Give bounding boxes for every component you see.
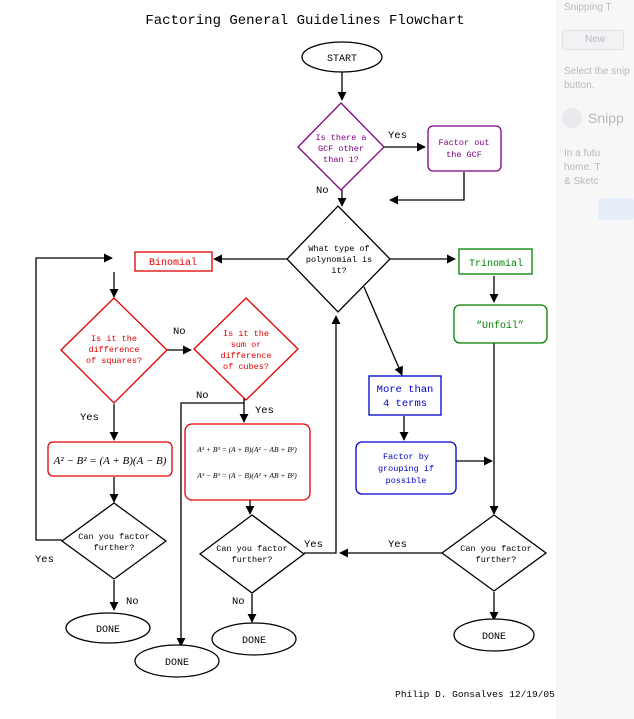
grouping-box [355, 441, 457, 495]
cubes-question-line-2: sum or [231, 340, 262, 350]
right-further-decision [440, 514, 548, 592]
more-than-4-line-1: More than [377, 384, 434, 396]
edge-gcf-action-to-type [389, 172, 465, 205]
squares-question-line-2: difference [88, 345, 139, 355]
gcf-decision [297, 102, 385, 191]
label-yes-left-further: Yes [35, 554, 54, 566]
label-no-mid-further: No [232, 596, 245, 608]
panel-title: Snipping T [564, 2, 612, 13]
factor-gcf-line-2: the GCF [446, 150, 482, 160]
cubes-decision [193, 297, 299, 401]
squares-formula: A² − B² = (A + B)(A − B) [53, 455, 167, 467]
squares-question-line-3: of squares? [86, 356, 142, 366]
grouping-line-2: grouping if [378, 464, 434, 474]
done-terminal-bottom [134, 644, 220, 678]
factor-gcf-line-1: Factor out [438, 138, 489, 148]
done-label-left: DONE [96, 625, 120, 636]
panel-line-2: home. T [564, 162, 601, 173]
label-yes-squares: Yes [80, 412, 99, 424]
trinomial-box [458, 248, 533, 275]
polynomial-type-decision [286, 205, 391, 313]
start-terminal [301, 41, 383, 73]
right-further-line-2: further? [476, 555, 517, 565]
type-question-line-3: it? [331, 266, 346, 276]
gcf-question-line-2: GCF other [318, 144, 364, 154]
cubes-formula-sum: A³ + B³ = (A + B)(A² − AB + B²) [196, 445, 297, 454]
label-no-cubes: No [196, 390, 209, 402]
panel-hint-1: Select the snip [564, 66, 630, 77]
mid-further-line-1: Can you factor [216, 544, 287, 554]
panel-brand: Snipp [588, 110, 624, 126]
done-label-bottom: DONE [165, 658, 189, 669]
cubes-question-line-3: difference [220, 351, 271, 361]
snipping-tool-panel: Snipping T New Select the snip button. S… [556, 0, 634, 719]
more-than-4-box [368, 375, 442, 416]
label-no-gcf: No [316, 185, 329, 197]
more-than-4-line-2: 4 terms [383, 398, 427, 410]
flowchart-title: Factoring General Guidelines Flowchart [145, 13, 464, 29]
grouping-line-1: Factor by [383, 452, 429, 462]
unfoil-label: “Unfoil” [476, 320, 524, 332]
squares-question-line-1: Is it the [91, 334, 137, 344]
start-label: START [327, 54, 357, 65]
label-yes-cubes: Yes [255, 405, 274, 417]
gcf-question-line-3: than 1? [323, 155, 359, 165]
panel-hint-2: button. [564, 80, 595, 91]
new-button-label: New [585, 34, 606, 45]
left-further-line-1: Can you factor [78, 532, 149, 542]
cubes-question-line-1: Is it the [223, 329, 269, 339]
edge-mid-further-yes [304, 315, 341, 554]
done-terminal-left [65, 612, 151, 644]
squares-decision [60, 297, 168, 404]
new-snip-button[interactable]: New [562, 30, 624, 50]
done-label-mid: DONE [242, 636, 266, 647]
type-question-line-1: What type of [308, 244, 369, 254]
trinomial-label: Trinomial [469, 258, 523, 270]
label-yes-mid-further: Yes [304, 539, 323, 551]
type-question-line-2: polynomial is [306, 255, 372, 265]
mid-further-decision [198, 514, 306, 594]
mid-further-line-2: further? [232, 555, 273, 565]
factor-gcf-box [427, 125, 502, 172]
grouping-line-3: possible [386, 476, 427, 486]
cubes-formula-box [184, 423, 311, 501]
edge-left-further-yes [35, 253, 113, 541]
label-yes-right-further: Yes [388, 539, 407, 551]
done-terminal-mid [211, 622, 297, 656]
panel-line-1: In a futu [564, 148, 601, 159]
edge-to-more-than-4 [363, 286, 403, 376]
label-no-squares: No [173, 326, 186, 338]
cubes-question-line-4: of cubes? [223, 362, 269, 372]
snip-logo-icon [562, 108, 582, 128]
panel-action-button[interactable] [598, 198, 634, 220]
binomial-box [134, 251, 213, 272]
label-no-left-further: No [126, 596, 139, 608]
left-further-decision [60, 502, 168, 580]
label-yes-gcf: Yes [388, 130, 407, 142]
cubes-formula-difference: A³ − B³ = (A − B)(A² + AB + B²) [196, 471, 297, 480]
done-label-right: DONE [482, 632, 506, 643]
squares-formula-box [47, 441, 173, 477]
done-terminal-right [453, 618, 535, 652]
panel-line-3: & Sketc [564, 176, 599, 187]
author-credit: Philip D. Gonsalves 12/19/05 [395, 689, 555, 700]
unfoil-box [453, 304, 548, 344]
right-further-line-1: Can you factor [460, 544, 531, 554]
gcf-question-line-1: Is there a [315, 133, 366, 143]
left-further-line-2: further? [94, 543, 135, 553]
binomial-label: Binomial [149, 257, 197, 269]
